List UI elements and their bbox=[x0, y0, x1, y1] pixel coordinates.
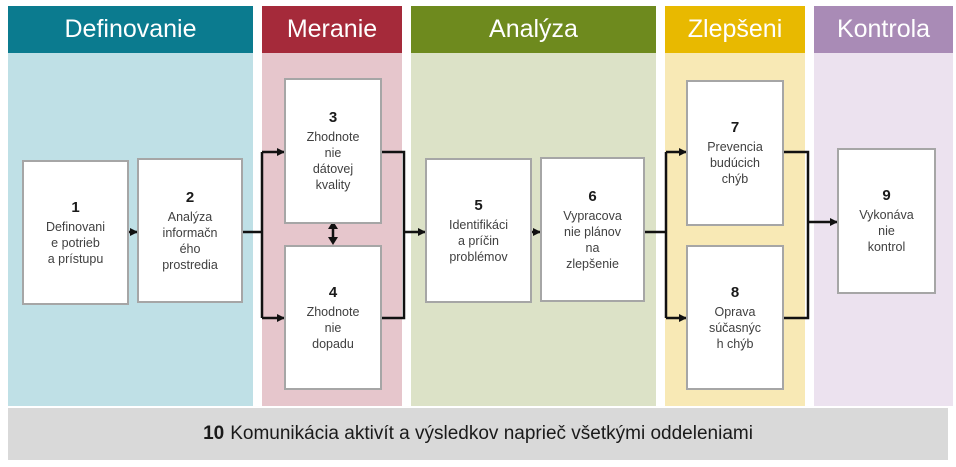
phase-title: Analýza bbox=[411, 6, 656, 53]
step-4-box: 4 Zhodnote nie dopadu bbox=[284, 245, 382, 390]
phase-title: Meranie bbox=[262, 6, 402, 53]
step-5-box: 5 Identifikáci a príčin problémov bbox=[425, 158, 532, 303]
step-number: 4 bbox=[328, 283, 338, 301]
step-number: 6 bbox=[588, 187, 597, 205]
step-number: 1 bbox=[71, 198, 80, 216]
step-label: Vypracova nie plánov na zlepšenie bbox=[563, 208, 622, 271]
step-label: Analýza informačn ého prostredia bbox=[162, 209, 218, 272]
step-number: 9 bbox=[882, 187, 891, 204]
phase-title: Kontrola bbox=[814, 6, 953, 53]
step-label: Zhodnote nie dátovej kvality bbox=[306, 130, 360, 192]
step-2-box: 2 Analýza informačn ého prostredia bbox=[137, 158, 243, 303]
step-label: Oprava súčasnýc h chýb bbox=[708, 304, 762, 351]
phase-title: Definovanie bbox=[8, 6, 253, 53]
step-9-box: 9 Vykonáva nie kontrol bbox=[837, 148, 936, 294]
step-label: Prevencia budúcich chýb bbox=[707, 140, 763, 186]
arrow-3-4-up bbox=[328, 221, 338, 229]
step-number: 2 bbox=[185, 188, 195, 206]
step-number: 7 bbox=[730, 119, 740, 136]
step-number: 5 bbox=[474, 196, 483, 214]
connector-7-out bbox=[784, 150, 810, 222]
connector-8-out bbox=[784, 222, 810, 320]
phase-title: Zlepšeni bbox=[665, 6, 805, 53]
step-label: Identifikáci a príčin problémov bbox=[448, 217, 509, 264]
step-7-box: 7 Prevencia budúcich chýb bbox=[686, 80, 784, 226]
arrow-3-4-down bbox=[328, 237, 338, 245]
communication-banner: 10 Komunikácia aktivít a výsledkov napri… bbox=[8, 408, 948, 460]
step-1-box: 1 Definovani e potrieb a prístupu bbox=[22, 160, 129, 305]
step-label: Definovani e potrieb a prístupu bbox=[45, 219, 106, 266]
step-label: Vykonáva nie kontrol bbox=[859, 208, 914, 254]
step-label: Zhodnote nie dopadu bbox=[306, 304, 360, 351]
footer-number: 10 bbox=[203, 423, 225, 444]
connector-3-out bbox=[382, 150, 406, 232]
footer-text: Komunikácia aktivít a výsledkov naprieč … bbox=[230, 423, 753, 444]
step-6-box: 6 Vypracova nie plánov na zlepšenie bbox=[540, 157, 645, 302]
step-number: 8 bbox=[730, 283, 740, 301]
step-number: 3 bbox=[328, 109, 338, 126]
step-8-box: 8 Oprava súčasnýc h chýb bbox=[686, 245, 784, 390]
step-3-box: 3 Zhodnote nie dátovej kvality bbox=[284, 78, 382, 224]
connector-4-out bbox=[382, 232, 406, 320]
